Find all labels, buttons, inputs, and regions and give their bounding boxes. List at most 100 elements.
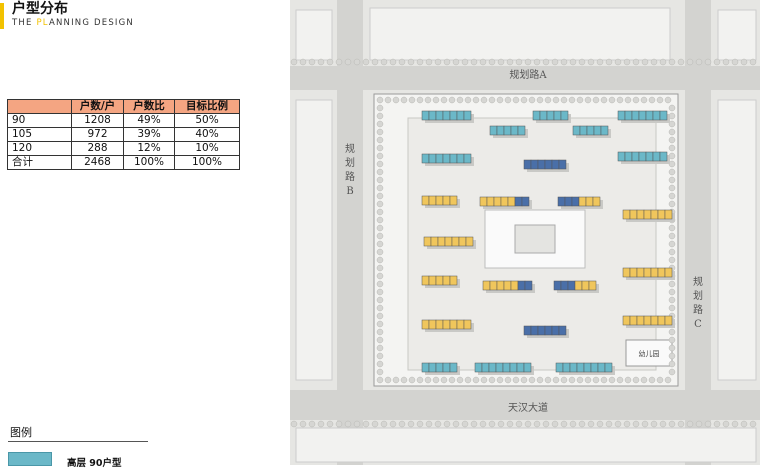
tree	[371, 58, 379, 66]
tree	[472, 376, 480, 384]
unit-block	[553, 110, 562, 121]
road-label-right-char: C	[694, 319, 702, 330]
tree	[584, 96, 592, 104]
unit-block	[456, 153, 465, 164]
tree	[722, 58, 730, 66]
tree	[398, 420, 406, 428]
tree	[614, 420, 622, 428]
table-cell: 105	[7, 127, 72, 142]
tree	[614, 58, 622, 66]
unit-block	[562, 362, 571, 373]
building-type120	[514, 196, 532, 209]
tree	[740, 420, 748, 428]
unit-block	[503, 125, 512, 136]
tree	[616, 96, 624, 104]
tree	[376, 264, 384, 272]
building-type105	[482, 280, 521, 293]
unit-block	[442, 195, 451, 206]
unit-block	[510, 125, 519, 136]
tree	[569, 58, 577, 66]
tree	[704, 420, 712, 428]
tree	[650, 420, 658, 428]
unit-block	[650, 209, 659, 220]
tree	[632, 376, 640, 384]
road-label-top: 规划路A	[509, 68, 547, 81]
table-header-cell: 目标比例	[174, 99, 240, 114]
unit-block	[456, 319, 465, 330]
tree	[668, 352, 676, 360]
tree	[749, 58, 757, 66]
tree	[376, 304, 384, 312]
tree	[424, 376, 432, 384]
tree	[533, 420, 541, 428]
legend-title: 图例	[10, 426, 32, 439]
tree	[443, 58, 451, 66]
tree	[416, 58, 424, 66]
tree	[408, 96, 416, 104]
tree	[668, 168, 676, 176]
tree	[488, 376, 496, 384]
tree	[452, 420, 460, 428]
unit-block	[517, 125, 526, 136]
tree	[568, 376, 576, 384]
tree	[326, 420, 334, 428]
tree	[470, 420, 478, 428]
tree	[440, 376, 448, 384]
building-type105	[479, 196, 518, 209]
unit-block	[664, 267, 673, 278]
road-label-right-char: 路	[693, 303, 703, 316]
tree	[536, 96, 544, 104]
tree	[326, 58, 334, 66]
tree	[596, 420, 604, 428]
unit-block	[571, 196, 580, 207]
neighbor-lot	[369, 7, 671, 61]
tree	[488, 58, 496, 66]
tree	[461, 420, 469, 428]
unit-block	[659, 151, 668, 162]
building-type90	[572, 125, 611, 138]
building-type105	[622, 209, 675, 222]
unit-block	[592, 196, 601, 207]
unit-block	[629, 209, 638, 220]
unit-block	[514, 196, 523, 207]
tree	[376, 168, 384, 176]
building-type120	[523, 159, 569, 172]
tree	[308, 420, 316, 428]
unit-block	[516, 362, 525, 373]
tree	[695, 420, 703, 428]
tree	[608, 376, 616, 384]
building-type90	[617, 151, 670, 164]
tree	[384, 96, 392, 104]
unit-block	[489, 125, 498, 136]
tree	[353, 58, 361, 66]
neighbor-lot	[717, 99, 757, 381]
table-cell: 972	[71, 127, 124, 142]
tree	[542, 58, 550, 66]
tree	[668, 240, 676, 248]
tree	[668, 344, 676, 352]
table-cell: 288	[71, 141, 124, 156]
unit-block	[435, 153, 444, 164]
unit-block	[421, 153, 430, 164]
unit-block	[617, 151, 626, 162]
unit-block	[463, 153, 472, 164]
tree	[641, 420, 649, 428]
unit-block	[524, 280, 533, 291]
tree	[506, 420, 514, 428]
unit-block	[553, 280, 562, 291]
tree	[668, 288, 676, 296]
tree	[335, 420, 343, 428]
table-cell: 50%	[174, 113, 240, 128]
unit-block	[569, 362, 578, 373]
tree	[668, 256, 676, 264]
unit-block	[449, 275, 458, 286]
unit-block	[544, 159, 553, 170]
unit-block	[489, 280, 498, 291]
tree	[668, 280, 676, 288]
plaza-feature	[514, 224, 556, 254]
unit-block	[631, 110, 640, 121]
tree	[515, 420, 523, 428]
building-type90	[474, 362, 534, 375]
tree	[506, 58, 514, 66]
building-type90	[421, 362, 460, 375]
